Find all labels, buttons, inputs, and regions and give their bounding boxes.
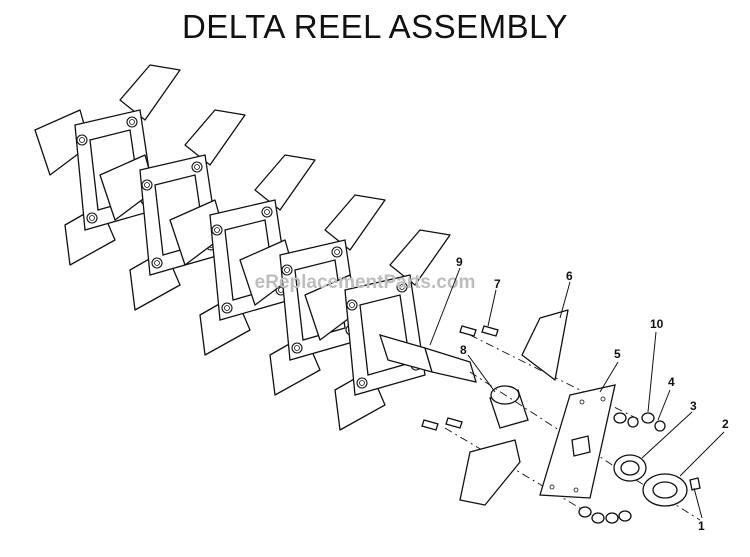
callout-5: 5 xyxy=(614,347,621,361)
callout-10: 10 xyxy=(650,317,664,331)
bearing-sleeve xyxy=(489,385,529,429)
callout-8: 8 xyxy=(460,343,467,357)
set-screw xyxy=(689,477,701,491)
plate-hole xyxy=(600,396,606,402)
centerline-lower xyxy=(444,427,601,521)
bearing-cap xyxy=(642,473,688,507)
callout-9: 9 xyxy=(456,255,463,269)
watermark: eReplacementParts.com xyxy=(255,272,476,293)
callout-2: 2 xyxy=(722,417,729,431)
callout-3: 3 xyxy=(690,399,697,413)
centerline-axis xyxy=(469,371,701,521)
callout-6: 6 xyxy=(566,269,573,283)
bolts-upper xyxy=(459,325,499,337)
callout-7: 7 xyxy=(494,277,501,291)
plate-hole xyxy=(549,484,555,490)
reel-blade-sections xyxy=(34,64,451,431)
callout-1: 1 xyxy=(698,519,705,533)
washers-and-nuts-right xyxy=(613,412,666,432)
washers-and-nuts-bottom xyxy=(578,506,632,524)
callout-4: 4 xyxy=(668,375,675,389)
bolts-lower xyxy=(421,417,463,431)
bearing xyxy=(613,454,647,482)
plate-hole xyxy=(579,399,585,405)
blade-tine-upper xyxy=(521,309,569,381)
blade-tine-lower xyxy=(459,439,521,506)
diagram-title: DELTA REEL ASSEMBLY xyxy=(181,8,569,45)
shaft-end xyxy=(424,347,477,383)
end-plate-hex-hole xyxy=(571,435,591,457)
plate-hole xyxy=(573,487,579,493)
